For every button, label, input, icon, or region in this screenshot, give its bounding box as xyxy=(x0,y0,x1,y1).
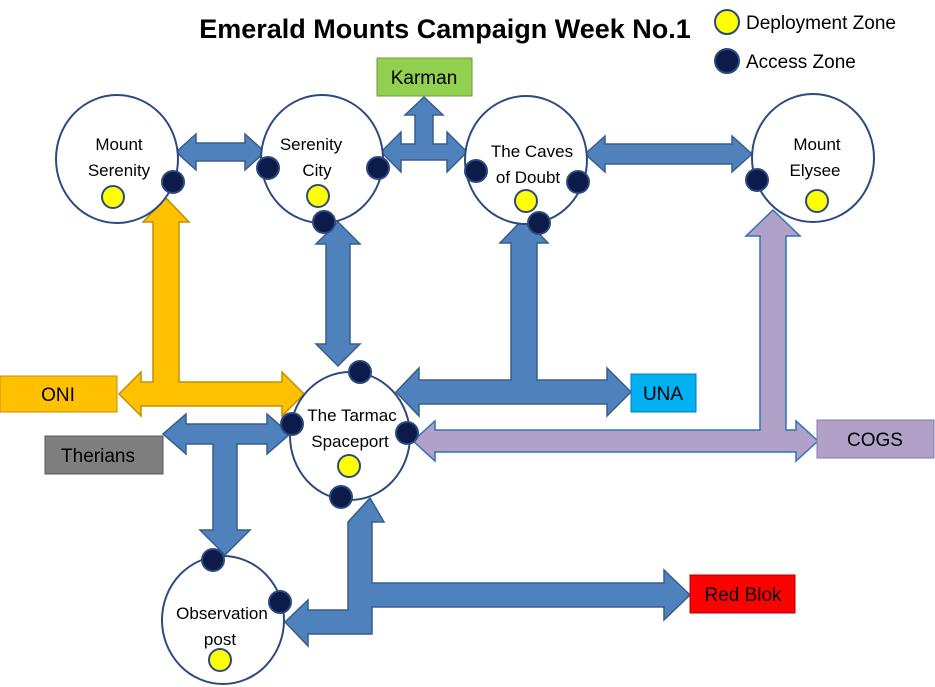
observation-label-2: post xyxy=(204,630,236,649)
therians-label: Therians xyxy=(61,446,135,467)
legend: Deployment Zone Access Zone xyxy=(714,9,896,74)
arrow-tarmac-una-caves xyxy=(394,216,633,418)
node-serenity-city: Serenity City xyxy=(256,94,390,234)
access-zone-marker xyxy=(395,421,419,445)
access-zone-marker xyxy=(256,156,280,180)
access-zone-marker xyxy=(161,170,185,194)
faction-una: UNA xyxy=(630,373,697,413)
node-mount-serenity: Mount Serenity xyxy=(55,94,185,224)
tarmac-label-2: Spaceport xyxy=(311,432,389,451)
access-zone-marker xyxy=(348,360,372,384)
deployment-zone-marker xyxy=(514,189,538,213)
caves-label-1: The Caves xyxy=(491,142,573,161)
arrow-caves-elysee xyxy=(583,134,754,174)
arrow-cogs xyxy=(411,208,820,463)
arrow-city-tarmac xyxy=(314,220,362,368)
faction-karman: Karman xyxy=(376,57,473,97)
deployment-zone-marker xyxy=(337,454,361,478)
legend-deployment-label: Deployment Zone xyxy=(746,13,896,34)
node-mount-elysee: Mount Elysee xyxy=(745,93,875,223)
deployment-zone-legend-icon xyxy=(714,9,740,35)
connections xyxy=(117,95,820,648)
access-zone-marker xyxy=(312,210,336,234)
mount-elysee-circle xyxy=(751,93,875,223)
access-zone-marker xyxy=(527,211,551,235)
arrow-serenity-city xyxy=(174,132,267,172)
serenity-city-label-1: Serenity xyxy=(280,135,343,154)
access-zone-legend-icon xyxy=(714,48,740,74)
access-zone-marker xyxy=(745,168,769,192)
caves-label-2: of Doubt xyxy=(496,168,561,187)
red-blok-box xyxy=(689,574,796,614)
tarmac-label-1: The Tarmac xyxy=(307,406,397,425)
faction-oni: ONI xyxy=(0,375,118,413)
access-zone-marker xyxy=(201,548,225,572)
arrow-tarmac-redblok-obs xyxy=(283,496,692,648)
mount-serenity-circle xyxy=(55,94,179,224)
access-zone-marker xyxy=(280,412,304,436)
node-caves-of-doubt: The Caves of Doubt xyxy=(464,95,590,235)
node-observation-post: Observation post xyxy=(161,548,292,685)
access-zone-marker xyxy=(566,170,590,194)
faction-red-blok: Red Blok xyxy=(689,574,796,614)
cogs-box xyxy=(816,419,935,459)
access-zone-marker xyxy=(366,156,390,180)
node-tarmac-spaceport: The Tarmac Spaceport xyxy=(280,360,419,509)
una-box xyxy=(630,373,697,413)
oni-box xyxy=(0,375,118,413)
access-zone-marker xyxy=(268,590,292,614)
mount-serenity-label-1: Mount xyxy=(95,135,143,154)
deployment-zone-marker xyxy=(101,185,125,209)
faction-therians: Therians xyxy=(44,435,164,475)
serenity-city-label-2: City xyxy=(302,161,332,180)
arrow-oni xyxy=(117,196,306,418)
observation-label-1: Observation xyxy=(176,604,268,623)
faction-cogs: COGS xyxy=(816,419,935,459)
karman-box xyxy=(376,57,473,97)
deployment-zone-marker xyxy=(805,189,829,213)
deployment-zone-marker xyxy=(208,648,232,672)
therians-box xyxy=(44,435,164,475)
legend-access-label: Access Zone xyxy=(746,52,856,73)
access-zone-marker xyxy=(464,159,488,183)
una-label: UNA xyxy=(643,384,683,405)
deployment-zone-marker xyxy=(306,184,330,208)
arrow-city-caves-karman xyxy=(379,95,469,174)
mount-serenity-label-2: Serenity xyxy=(88,161,151,180)
mount-elysee-label-2: Elysee xyxy=(789,161,840,180)
map-title: Emerald Mounts Campaign Week No.1 xyxy=(199,14,691,44)
cogs-label: COGS xyxy=(847,430,903,451)
red-blok-label: Red Blok xyxy=(704,585,782,606)
oni-label: ONI xyxy=(41,385,75,406)
arrow-tarmac-therians-obs xyxy=(161,412,292,557)
access-zone-marker xyxy=(329,485,353,509)
karman-label: Karman xyxy=(391,68,458,89)
mount-elysee-label-1: Mount xyxy=(793,135,841,154)
caves-of-doubt-circle xyxy=(464,95,588,225)
